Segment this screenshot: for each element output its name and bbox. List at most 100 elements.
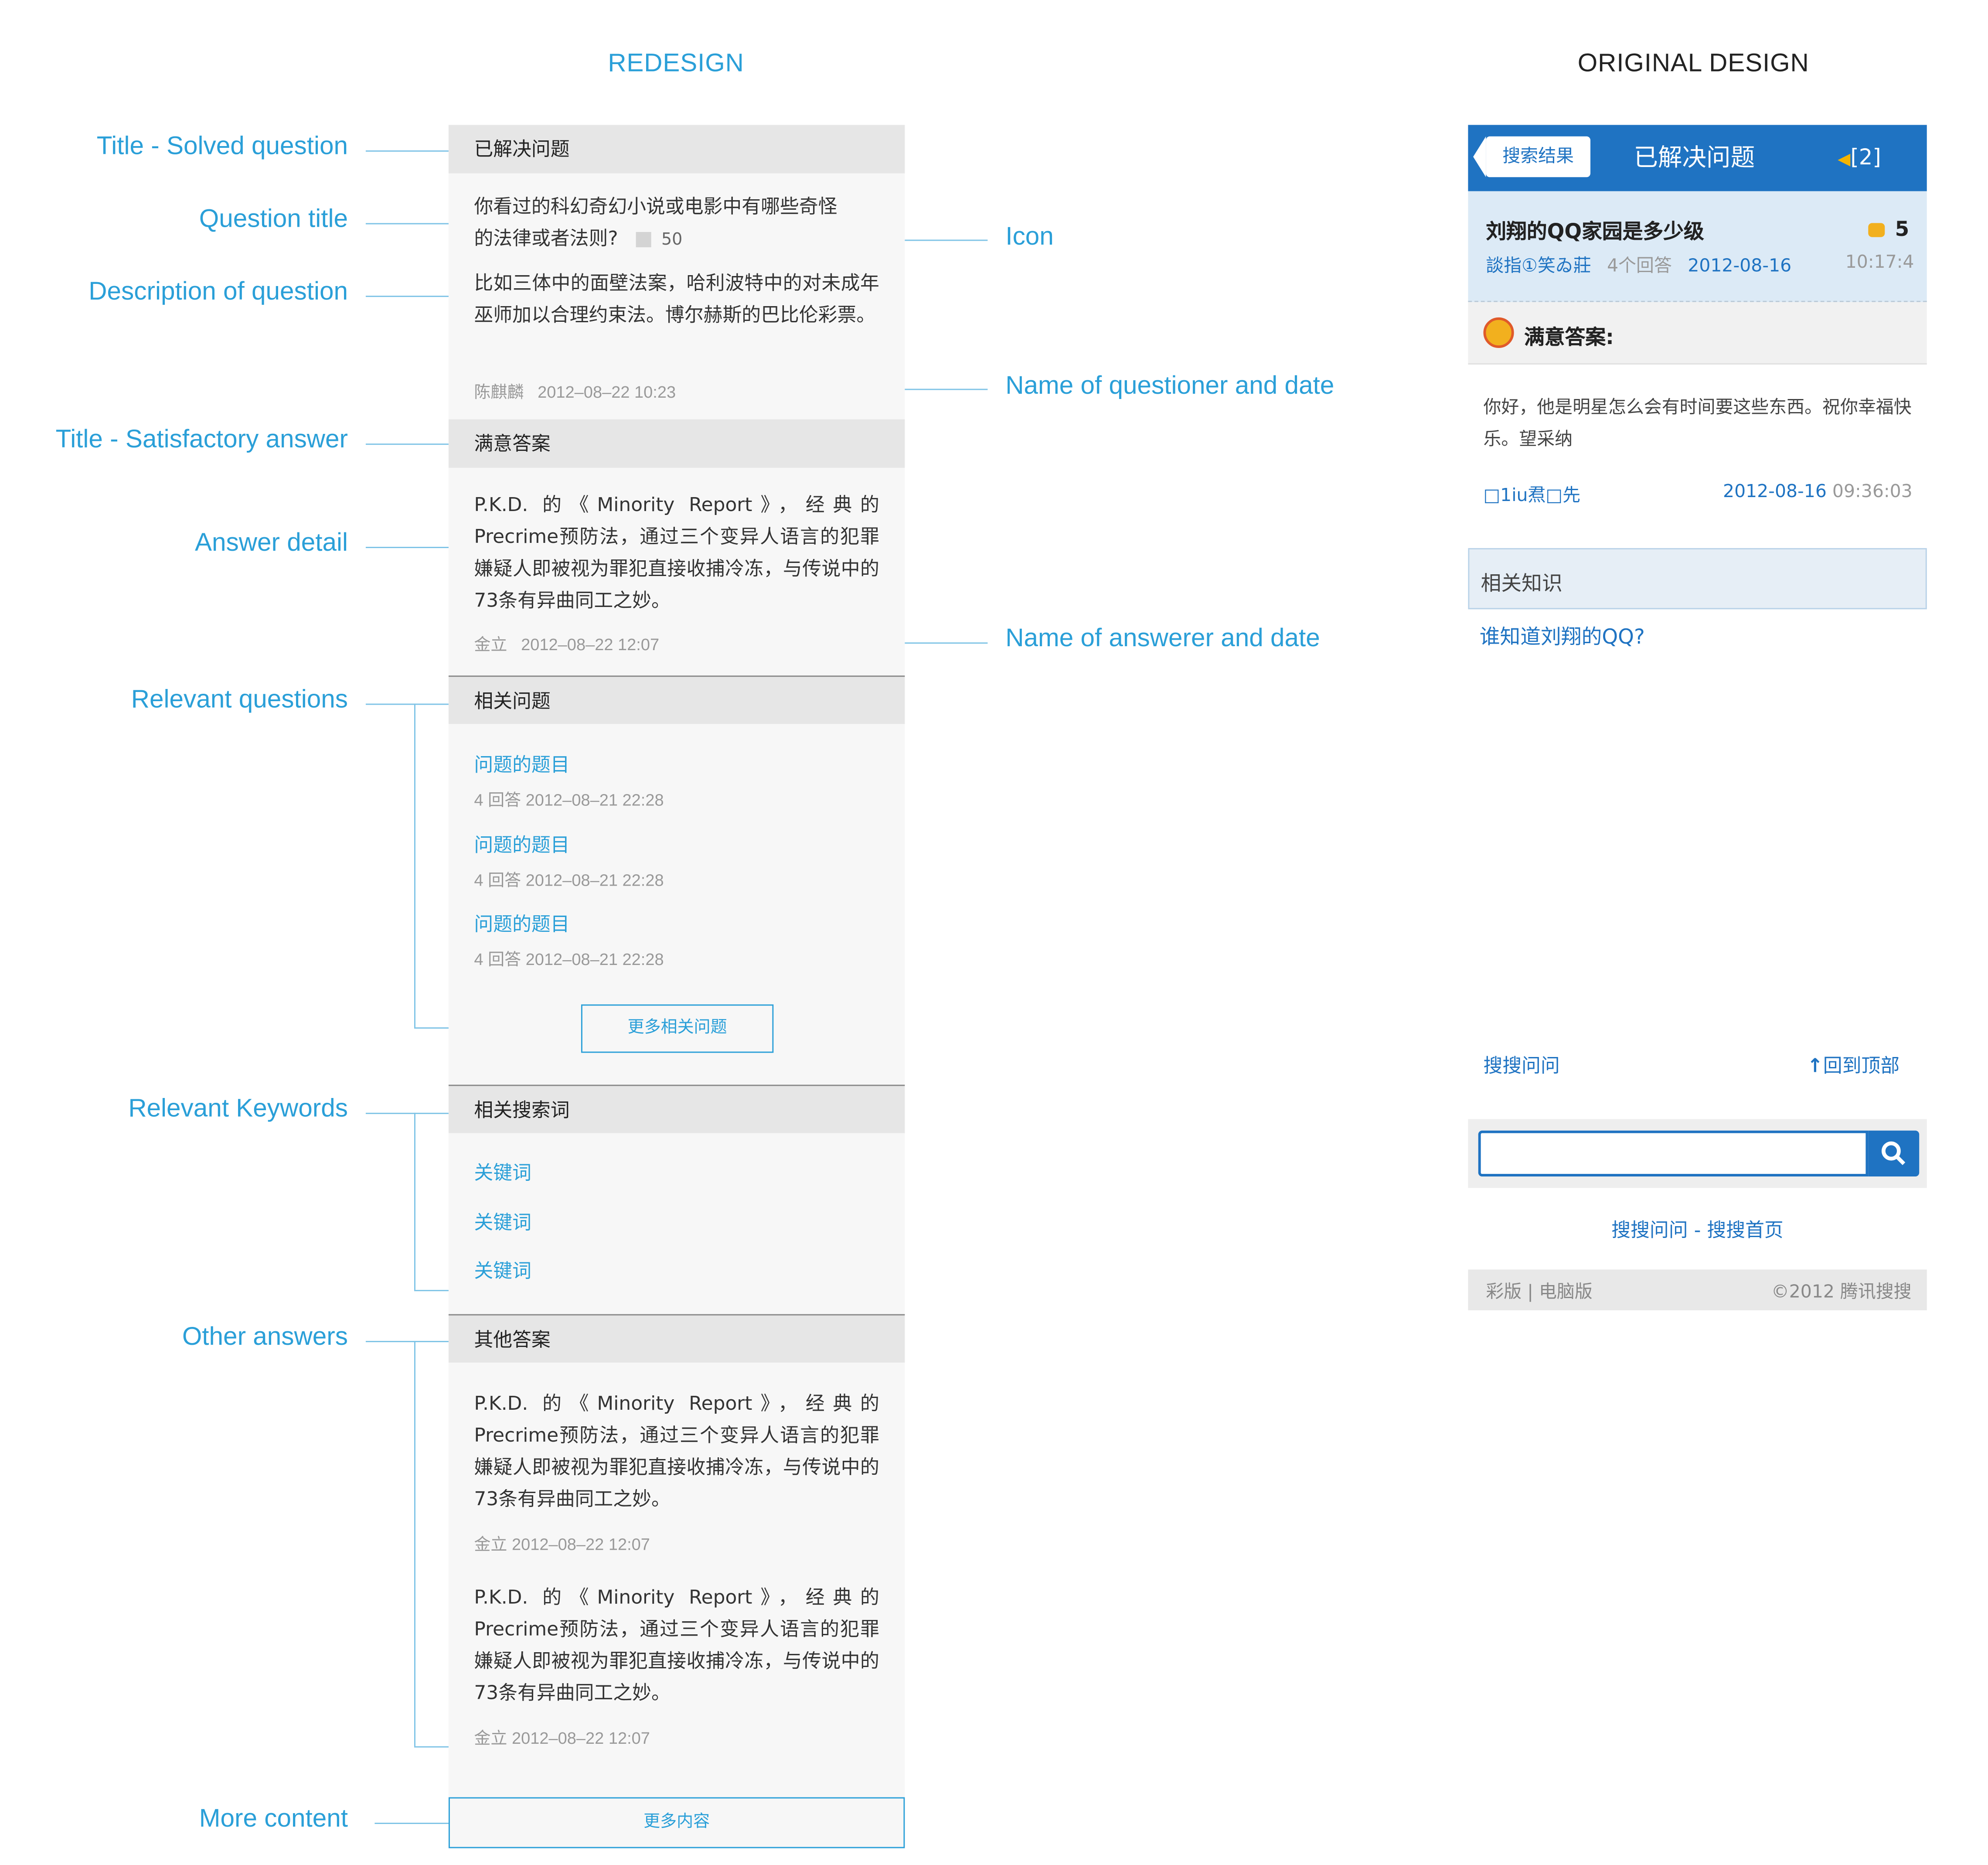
sosowenwen-link[interactable]: 搜搜问问	[1483, 1054, 1560, 1077]
coin-icon	[1868, 223, 1885, 237]
annotation-relevant-keywords: Relevant Keywords	[128, 1094, 348, 1123]
related-question-meta: 4 回答 2012–08–21 22:28	[474, 870, 664, 890]
original-answer-text: 你好，他是明星怎么会有时间要这些东西。祝你幸福快乐。望采纳	[1483, 398, 1912, 450]
question-title-line1: 你看过的科幻奇幻小说或电影中有哪些奇怪	[474, 195, 837, 218]
bracket-line	[414, 1341, 415, 1746]
coin-reward: 5	[1868, 217, 1909, 241]
relevant-keywords-title: 相关搜索词	[448, 1084, 905, 1133]
annotation-questioner: Name of questioner and date	[1005, 372, 1334, 400]
message-indicator[interactable]: ◀[2]	[1838, 125, 1881, 194]
question-time: 10:17:4	[1845, 252, 1914, 273]
annotation-answer-detail: Answer detail	[195, 529, 348, 557]
relevant-questions-title: 相关问题	[448, 675, 905, 724]
question-title-line2: 的法律或者法则? 50	[474, 223, 879, 256]
message-count: [2]	[1850, 145, 1881, 171]
other-answer-meta: 金立 2012–08–22 12:07	[474, 1534, 650, 1554]
original-answer-meta: □1iu焄□先 2012-08-16 09:36:03	[1483, 482, 1917, 507]
original-question-title: 刘翔的QQ家园是多少级	[1486, 219, 1704, 244]
question-title-text: 的法律或者法则?	[474, 227, 618, 250]
question-date: 2012-08-16	[1688, 256, 1792, 277]
back-to-top-link[interactable]: ↑回到顶部	[1807, 1052, 1899, 1078]
annotation-question-title: Question title	[199, 205, 348, 233]
questioner-name: 陈麒麟	[474, 382, 524, 402]
original-screen: 搜索结果 已解决问题 ◀[2] 刘翔的QQ家园是多少级 5 談指①笑ゐ莊 4个回…	[1468, 125, 1927, 1310]
answerer-name[interactable]: □1iu焄□先	[1483, 485, 1581, 506]
other-answer-text: P.K.D. 的《Minority Report》，经典的Precrime预防法…	[474, 1392, 879, 1510]
question-description: 比如三体中的面壁法案，哈利波特中的对未成年巫师加以合理约束法。博尔赫斯的巴比伦彩…	[474, 271, 879, 327]
footer-links[interactable]: 搜搜问问 - 搜搜首页	[1611, 1218, 1784, 1242]
other-answers-title: 其他答案	[448, 1314, 905, 1363]
search-icon	[1881, 1141, 1906, 1165]
connector-line	[365, 443, 468, 445]
answer-count: 4个回答	[1607, 256, 1672, 277]
redesign-screen: 已解决问题 你看过的科幻奇幻小说或电影中有哪些奇怪 的法律或者法则? 50 比如三…	[448, 125, 905, 1848]
annotation-title-solved: Title - Solved question	[96, 133, 348, 161]
annotation-more-content: More content	[199, 1805, 348, 1833]
search-input[interactable]	[1478, 1130, 1869, 1177]
connector-line	[365, 150, 468, 152]
solved-question-title: 已解决问题	[448, 125, 905, 174]
medal-icon	[1483, 317, 1514, 348]
annotation-other-answers: Other answers	[182, 1323, 348, 1351]
original-top-bar: 搜索结果 已解决问题 ◀[2]	[1468, 125, 1927, 191]
connector-line	[374, 1823, 468, 1824]
footer-version-links[interactable]: 彩版 | 电脑版	[1486, 1282, 1593, 1303]
question-title: 你看过的科幻奇幻小说或电影中有哪些奇怪 的法律或者法则? 50	[474, 191, 879, 256]
footer-copyright: ©2012 腾讯搜搜	[1771, 1282, 1912, 1303]
more-related-questions-button[interactable]: 更多相关问题	[581, 1004, 774, 1053]
answer-time: 09:36:03	[1832, 481, 1913, 502]
related-question-link[interactable]: 问题的题目	[474, 833, 570, 857]
back-to-top-label: 回到顶部	[1823, 1054, 1900, 1077]
reward-icon	[636, 231, 651, 247]
original-search-bar	[1468, 1119, 1927, 1188]
more-content-button[interactable]: 更多内容	[448, 1797, 905, 1848]
connector-line	[365, 296, 468, 297]
answerer-info: 金立 2012–08–22 12:07	[474, 631, 659, 655]
answer-detail: P.K.D. 的《Minority Report》，经典的Precrime预防法…	[474, 493, 879, 612]
keyword-link[interactable]: 关键词	[474, 1161, 531, 1184]
related-question-link[interactable]: 问题的题目	[474, 753, 570, 777]
connector-line	[414, 1746, 468, 1748]
other-answer-meta: 金立 2012–08–22 12:07	[474, 1728, 650, 1748]
connector-line	[365, 1341, 468, 1343]
redesign-heading: REDESIGN	[608, 50, 744, 78]
annotation-answerer: Name of answerer and date	[1005, 624, 1320, 653]
annotation-icon: Icon	[1005, 223, 1054, 251]
annotation-description: Description of question	[89, 278, 348, 306]
original-title: 已解决问题	[1634, 144, 1755, 172]
connector-line	[365, 1112, 468, 1114]
connector-line	[414, 1027, 468, 1029]
connector-line	[414, 1290, 468, 1292]
search-button[interactable]	[1868, 1130, 1920, 1177]
answer-date: 2012-08-16	[1723, 481, 1827, 502]
related-question-link[interactable]: 问题的题目	[474, 912, 570, 936]
question-date: 2012–08–22 10:23	[538, 382, 676, 402]
satisfactory-label: 满意答案:	[1524, 325, 1614, 349]
coin-value: 5	[1895, 216, 1910, 241]
connector-line	[365, 547, 468, 548]
original-satisfactory-bar: 满意答案:	[1468, 302, 1927, 365]
original-question-box: 刘翔的QQ家园是多少级 5 談指①笑ゐ莊 4个回答 2012-08-16 10:…	[1468, 191, 1927, 302]
original-design-heading: ORIGINAL DESIGN	[1577, 50, 1809, 78]
arrow-up-icon: ↑	[1807, 1054, 1823, 1077]
keyword-link[interactable]: 关键词	[474, 1210, 531, 1234]
related-knowledge-link[interactable]: 谁知道刘翔的QQ?	[1479, 624, 1645, 649]
reward-value: 50	[661, 231, 683, 250]
related-question-meta: 4 回答 2012–08–21 22:28	[474, 790, 664, 810]
connector-line	[365, 223, 468, 225]
bracket-line	[414, 703, 415, 1028]
questioner-info: 陈麒麟 2012–08–22 10:23	[474, 378, 676, 403]
answer-date: 2012–08–22 12:07	[521, 634, 660, 654]
annotation-title-satisfactory: Title - Satisfactory answer	[55, 426, 348, 454]
asker-name[interactable]: 談指①笑ゐ莊	[1486, 256, 1591, 277]
back-to-search-results-button[interactable]: 搜索结果	[1473, 136, 1591, 177]
related-knowledge-bar: 相关知识	[1468, 548, 1927, 610]
keyword-link[interactable]: 关键词	[474, 1259, 531, 1282]
annotation-relevant-questions: Relevant questions	[131, 685, 348, 714]
original-question-meta: 談指①笑ゐ莊 4个回答 2012-08-16 10:17:4	[1486, 252, 1919, 278]
other-answer-text: P.K.D. 的《Minority Report》，经典的Precrime预防法…	[474, 1585, 879, 1705]
related-question-meta: 4 回答 2012–08–21 22:28	[474, 949, 664, 969]
bracket-line	[414, 1112, 415, 1290]
answerer-name: 金立	[474, 634, 507, 654]
related-knowledge-title: 相关知识	[1481, 571, 1562, 596]
